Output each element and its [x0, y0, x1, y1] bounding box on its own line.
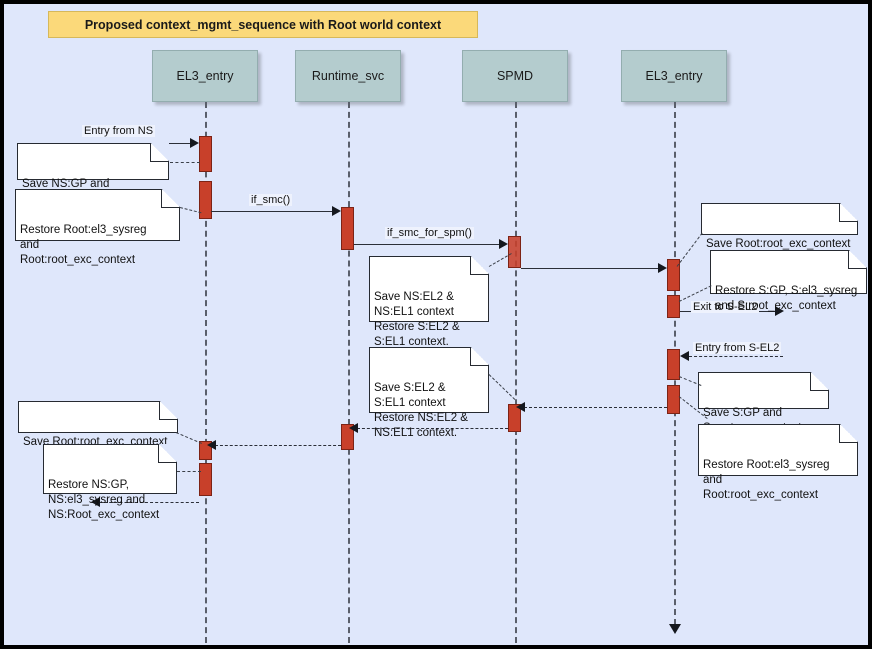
lifeline-header-el3-entry-left[interactable]: EL3_entry	[152, 50, 258, 102]
lifeline-line-spmd	[515, 102, 517, 643]
lifeline-label: EL3_entry	[645, 69, 703, 83]
note-save-root-exc-context-right: Save Root:root_exc_context	[701, 203, 858, 250]
message-arrowhead-icon	[516, 402, 525, 412]
note-connector-n8	[488, 374, 516, 400]
note-text: Restore Root:el3_sysreg and Root:root_ex…	[703, 459, 830, 501]
message-line-el3-right-to-spmd	[524, 407, 667, 408]
activation-bar-el3-right-4	[667, 385, 680, 414]
message-label-if-smc-for-spm: if_smc_for_spm()	[385, 227, 474, 239]
message-arrowhead-icon	[658, 263, 667, 273]
note-connector-n9	[175, 432, 202, 444]
activation-bar-el3-right-1	[667, 259, 680, 291]
message-label-exit-to-s-el2: Exit to S-EL2	[691, 301, 760, 313]
activation-bar-spmd-1	[508, 236, 521, 268]
message-line-runtime-svc-to-el3-left	[215, 445, 341, 446]
note-save-s-gp: Save S:GP and S:root_exc_context	[698, 372, 829, 434]
note-fold-icon	[158, 444, 177, 463]
diagram-title-banner: Proposed context_mgmt_sequence with Root…	[48, 11, 478, 38]
message-arrowhead-icon	[499, 239, 508, 249]
lifeline-end-arrow-icon	[669, 624, 681, 634]
note-text: Restore S:GP, S:el3_sysreg and S:root_ex…	[715, 285, 858, 312]
message-arrowhead-icon	[680, 351, 689, 361]
message-line-spmd-to-el3-right	[521, 268, 661, 269]
message-arrowhead-icon	[775, 306, 784, 316]
note-restore-root-el3-sysreg: Restore Root:el3_sysreg and Root:root_ex…	[15, 189, 180, 266]
lifeline-label: SPMD	[496, 69, 534, 83]
note-connector-n4	[676, 232, 703, 267]
note-restore-s-gp: Restore S:GP, S:el3_sysreg and S:root_ex…	[710, 250, 867, 312]
activation-bar-runtime-svc-1	[341, 207, 354, 250]
activation-bar-el3-left-2	[199, 181, 212, 219]
lifeline-label: Runtime_svc	[311, 69, 385, 83]
note-fold-icon	[848, 250, 867, 269]
note-connector-n1	[170, 162, 200, 163]
note-fold-icon	[470, 256, 489, 275]
note-fold-icon	[470, 347, 489, 366]
note-restore-ns-gp: Restore NS:GP, NS:el3_sysreg and NS:Root…	[43, 444, 177, 521]
note-text: Restore Root:el3_sysreg and Root:root_ex…	[20, 224, 147, 266]
note-fold-icon	[839, 424, 858, 443]
message-label-entry-from-s-el2: Entry from S-EL2	[693, 342, 782, 354]
lifeline-line-el3-entry-left	[205, 102, 207, 643]
note-text: Save S:EL2 & S:EL1 context Restore NS:EL…	[374, 382, 468, 439]
lifeline-header-el3-entry-right[interactable]: EL3_entry	[621, 50, 727, 102]
note-fold-icon	[150, 143, 169, 162]
note-fold-icon	[159, 401, 178, 420]
message-arrowhead-icon	[91, 497, 100, 507]
note-save-root-exc-context-left: Save Root:root_exc_context	[18, 401, 178, 448]
note-fold-icon	[839, 203, 858, 222]
message-label-entry-from-ns: Entry from NS	[82, 125, 156, 137]
note-restore-root-el3-sysreg-right: Restore Root:el3_sysreg and Root:root_ex…	[698, 424, 858, 501]
message-arrowhead-icon	[190, 138, 199, 148]
activation-bar-el3-left-4	[199, 463, 212, 496]
note-connector-n5	[678, 285, 712, 302]
message-line-if-smc-for-spm	[354, 244, 502, 245]
message-label-if-smc: if_smc()	[249, 194, 293, 206]
diagram-title: Proposed context_mgmt_sequence with Root…	[84, 17, 442, 32]
message-arrowhead-icon	[207, 440, 216, 450]
lifeline-label: EL3_entry	[176, 69, 234, 83]
message-arrowhead-icon	[349, 423, 358, 433]
lifeline-line-runtime-svc	[348, 102, 350, 643]
lifeline-header-runtime-svc[interactable]: Runtime_svc	[295, 50, 401, 102]
note-text: Restore NS:GP, NS:el3_sysreg and NS:Root…	[48, 479, 160, 521]
message-line-if-smc	[211, 211, 334, 212]
note-save-ns-gp: Save NS:GP and NS:Root_exc_context	[17, 143, 169, 205]
note-connector-n10	[177, 471, 201, 472]
note-fold-icon	[161, 189, 180, 208]
note-fold-icon	[810, 372, 829, 391]
message-line-el3-left-exit	[99, 502, 199, 503]
activation-bar-el3-right-3	[667, 349, 680, 380]
note-text: Save Root:root_exc_context	[706, 238, 851, 250]
message-arrowhead-icon	[332, 206, 341, 216]
note-text: Save NS:EL2 & NS:EL1 context Restore S:E…	[374, 291, 460, 348]
lifeline-header-spmd[interactable]: SPMD	[462, 50, 568, 102]
note-save-ns-el2-restore-s-el2: Save NS:EL2 & NS:EL1 context Restore S:E…	[369, 256, 489, 348]
activation-bar-el3-right-2	[667, 295, 680, 318]
activation-bar-el3-left-1	[199, 136, 212, 172]
message-line-entry-from-s-el2	[689, 356, 783, 357]
note-save-s-el2-restore-ns-el2: Save S:EL2 & S:EL1 context Restore NS:EL…	[369, 347, 489, 439]
message-line-spmd-to-runtime-svc	[357, 428, 508, 429]
